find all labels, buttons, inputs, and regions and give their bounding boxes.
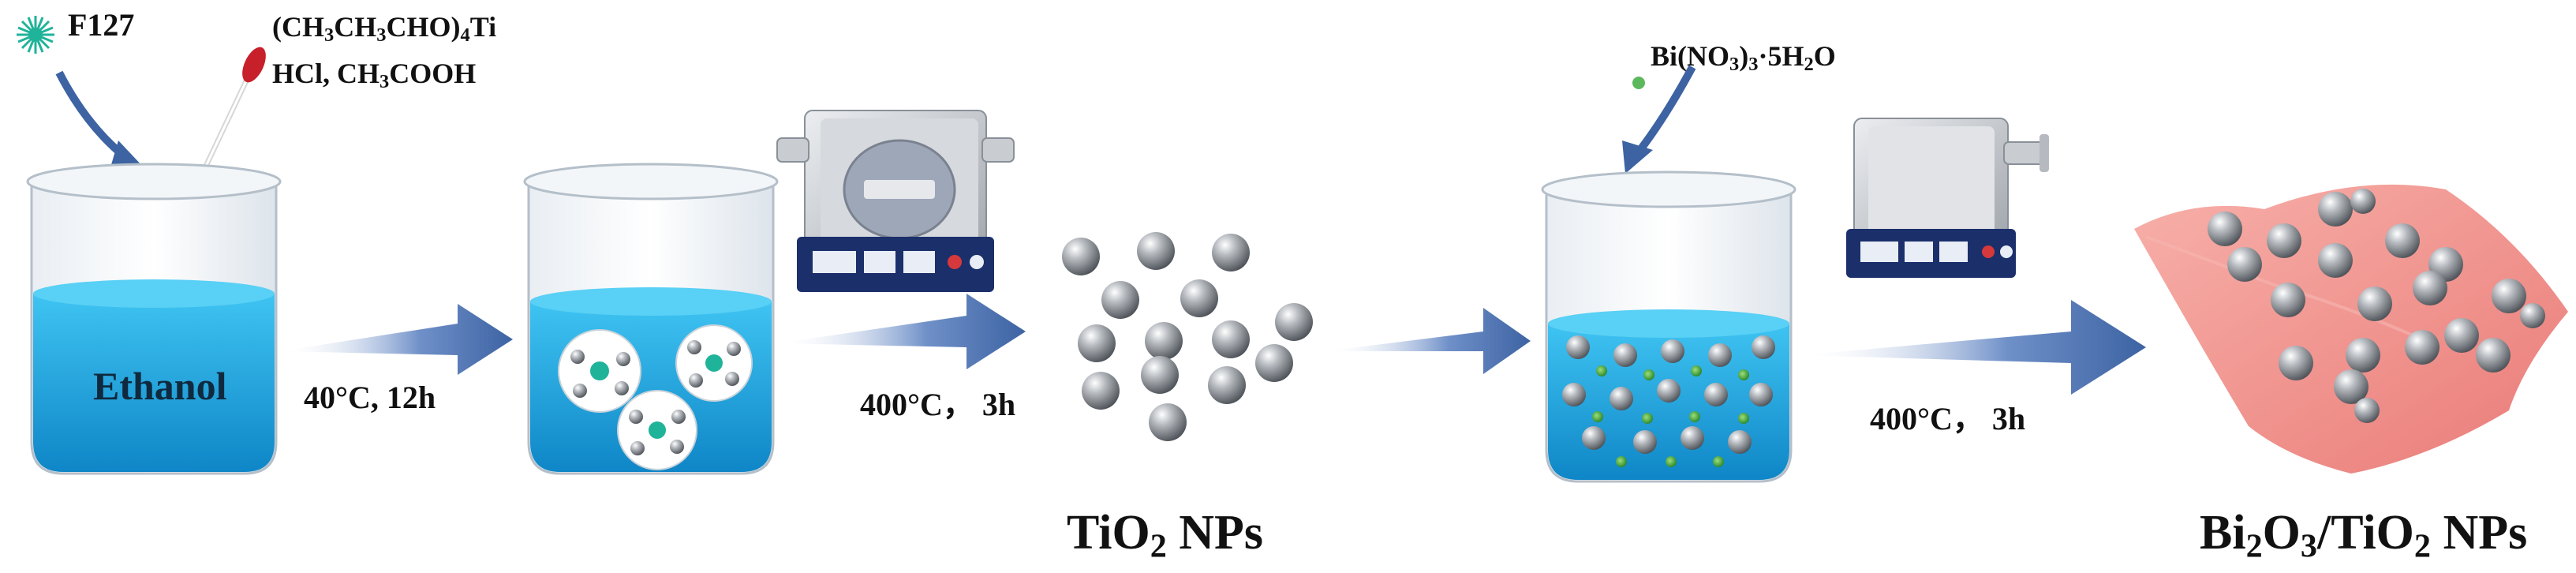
titanium-precursor-label: (CH3CH3CHO)4Ti HCl, CH3COOH (272, 8, 496, 101)
bismuth-precursor-label: Bi(NO3)3·5H2O (1651, 39, 1836, 76)
reagent-line-2-sub1: 3 (379, 71, 390, 93)
f127-arrow (55, 70, 129, 161)
bi-d: O (1813, 40, 1836, 72)
bi-sub3: 2 (1804, 54, 1814, 76)
condition-step1: 40°C, 12h (304, 380, 436, 415)
arrow-step2 (777, 294, 1026, 369)
bi-precursor-icon (1632, 77, 1645, 89)
tio2-sub: 2 (1150, 527, 1167, 565)
beaker3-particles (1562, 335, 1775, 467)
ethanol-label: Ethanol (93, 364, 227, 408)
final-sub3: 2 (2413, 527, 2431, 565)
bi-sub1: 3 (1729, 54, 1740, 76)
f127-arrowhead (110, 140, 144, 167)
reagent-line-1-sub1: 3 (324, 24, 335, 47)
beaker-ethanol (26, 163, 282, 475)
tio2-b: NPs (1166, 506, 1264, 560)
reagent-line-1-a: (CH (272, 11, 324, 43)
beaker-tio2-bi (1541, 170, 1796, 483)
furnace-2 (1846, 118, 2049, 278)
arrow-step3 (1325, 308, 1531, 374)
bi2o3-tio2-sheet (2134, 184, 2568, 474)
bi-a: Bi(NO (1651, 40, 1730, 72)
bi-arrow (1634, 65, 1696, 157)
final-a: Bi (2200, 506, 2246, 560)
reagent-line-1-sub2: 3 (376, 24, 387, 47)
reagent-line-2: HCl, CH3COOH (272, 54, 496, 101)
tio2-a: TiO (1067, 506, 1150, 560)
arrow-step1 (280, 304, 513, 375)
final-b: O (2262, 506, 2301, 560)
bi-sub2: 3 (1748, 54, 1759, 76)
reagent-line-1-d: Ti (469, 11, 497, 43)
bi-b: ) (1739, 40, 1749, 72)
final-sub2: 3 (2300, 527, 2317, 565)
sheet-nanoparticles (2208, 189, 2545, 423)
furnace-1 (776, 110, 1015, 292)
final-sub1: 2 (2245, 527, 2263, 565)
condition-step3: 400°C， 3h (1870, 401, 2026, 436)
tio2-nanoparticles (1062, 232, 1313, 441)
bi2o3-tio2-nps-label: Bi2O3/TiO2 NPs (2200, 505, 2527, 566)
arrow-step4 (1799, 300, 2146, 395)
condition-step2: 400°C， 3h (860, 387, 1016, 422)
reagent-line-1-c: CHO) (386, 11, 461, 43)
reagent-line-1: (CH3CH3CHO)4Ti (272, 8, 496, 54)
final-d: NPs (2430, 506, 2528, 560)
reagent-line-1-b: CH (334, 11, 377, 43)
bi-c: ·5H (1758, 40, 1804, 72)
bi-arrowhead (1622, 140, 1653, 174)
f127-label: F127 (68, 7, 135, 43)
micelle-spheres (558, 324, 753, 470)
reagent-line-2-a: HCl, CH (272, 58, 380, 90)
tio2-nps-label: TiO2 NPs (1067, 505, 1263, 566)
final-c: /TiO (2316, 506, 2414, 560)
reagent-line-2-b: COOH (389, 58, 477, 90)
f127-icon (17, 16, 54, 54)
reagent-line-1-sub3: 4 (460, 24, 470, 47)
